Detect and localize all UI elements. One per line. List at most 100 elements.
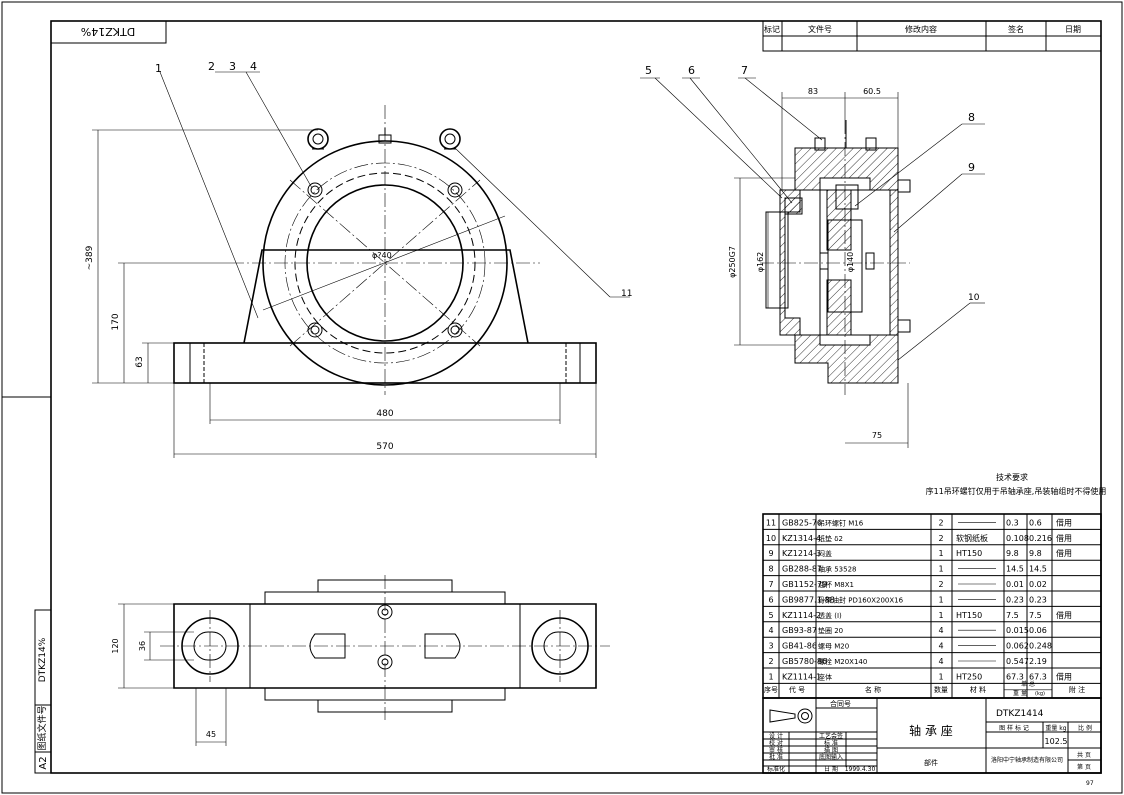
bom-cell-unit: 7.5 [1006, 611, 1019, 620]
balloon-10: 10 [968, 293, 980, 303]
bom-cell-no: 11 [766, 518, 776, 527]
top-left-code-box [50, 20, 167, 44]
bom-cell-unit: 67.3 [1006, 672, 1024, 681]
tb-sheet-no: 第 页 [1077, 763, 1091, 771]
bom-cell-code: KZ1114-2 [782, 611, 821, 620]
bom-h-weight-top: 单 总 [1021, 680, 1035, 688]
bom-cell-name: 油杯 M8X1 [818, 580, 854, 589]
bom-cell-material: HT250 [956, 672, 982, 681]
bom-cell-no: 10 [766, 534, 776, 543]
balloon-9: 9 [968, 161, 975, 174]
balloon-6: 6 [688, 64, 695, 77]
bom-cell-name: 透盖 (I) [818, 611, 842, 620]
side-view: 5 6 7 8 9 10 83 60.5 75 φ250G7 φ162 φ140 [640, 64, 985, 448]
bom-cell-qty: 2 [938, 534, 943, 543]
balloon-7: 7 [741, 64, 748, 77]
dim-width-inner: 480 [376, 409, 393, 419]
balloon-2: 2 [208, 60, 215, 73]
bom-cell-unit: 14.5 [1006, 565, 1024, 574]
bom-cell-unit: 0.062 [1006, 642, 1029, 651]
bom-cell-no: 1 [768, 672, 773, 681]
bom-cell-no: 8 [768, 565, 773, 574]
bom-cell-no: 5 [768, 611, 773, 620]
bom-cell-name: 闷盖 [818, 549, 832, 558]
tb-weight: 102.5 [1045, 737, 1068, 746]
bom-h-weight-unit: (kg) [1035, 691, 1045, 697]
bom-cell-material: 软钢纸板 [956, 533, 988, 543]
bom-cell-total: 0.02 [1029, 580, 1047, 589]
bom-h-code: 代 号 [789, 685, 805, 694]
bom-cell-unit: 9.8 [1006, 549, 1019, 558]
tb-enter: 底图输入 [819, 753, 843, 761]
tb-design: 设 计 [769, 732, 783, 740]
bom-cell-qty: 4 [938, 657, 943, 666]
top-left-code: DTKZ14% [81, 25, 135, 38]
bom-h-name: 名 称 [865, 685, 881, 694]
notes-title: 技术要求 [996, 472, 1028, 482]
dim-side-top-left: 83 [808, 87, 818, 96]
bom-cell-code: KZ1314-4 [782, 534, 821, 543]
tb-std: 标 准 [824, 739, 838, 747]
tb-parts: 部件 [924, 758, 938, 767]
notes-line1: 序11吊环螺钉仅用于吊轴承座,吊装轴组时不得使用 [926, 486, 1107, 496]
bom-cell-qty: 1 [938, 672, 943, 681]
bom-cell-name: 螺栓 M20X140 [818, 657, 867, 666]
bom-cell-name: 骨架油封 PD160X200X16 [818, 595, 904, 604]
bom-cell-remark: 借用 [1056, 533, 1072, 543]
bom-cell-qty: 1 [938, 565, 943, 574]
sheet-size: A2 [38, 756, 49, 769]
bom-cell-name: 吊环螺钉 M16 [818, 518, 864, 527]
dim-height-total: ~389 [85, 245, 95, 270]
bom-cell-qty: 2 [938, 580, 943, 589]
bom-cell-total: 14.5 [1029, 565, 1047, 574]
tb-scale-label: 比 例 [1078, 724, 1092, 732]
tb-date-label: 日 期 [824, 765, 838, 773]
bom-cell-total: 0.23 [1029, 595, 1047, 604]
balloon-3: 3 [229, 60, 236, 73]
bom-h-weight-mid: 重 量 [1013, 689, 1027, 697]
bom-cell-total: 0.216 [1029, 534, 1052, 543]
bom-cell-code: KZ1214-3 [782, 549, 821, 558]
rev-header-file: 文件号 [808, 24, 832, 34]
bom-h-qty: 数量 [934, 685, 948, 694]
tb-check: 校 对 [769, 739, 783, 747]
bom-cell-name: 座体 [818, 672, 832, 681]
bom-cell-remark: 借用 [1056, 517, 1072, 527]
bom-cell-unit: 0.547 [1006, 657, 1029, 666]
bom-h-remark: 附 注 [1069, 685, 1085, 694]
rev-header-mark: 标记 [764, 24, 780, 34]
bom-cell-total: 7.5 [1029, 611, 1042, 620]
tb-company: 洛阳中宁轴承制造有限公司 [991, 756, 1063, 764]
bom-cell-qty: 1 [938, 595, 943, 604]
bom-cell-total: 2.19 [1029, 657, 1047, 666]
dim-side-top-right: 60.5 [863, 87, 881, 96]
bom-cell-no: 6 [768, 595, 773, 604]
bom-cell-remark: 借用 [1056, 548, 1072, 558]
tb-audit: 审 核 [769, 746, 783, 754]
bom-cell-qty: 4 [938, 642, 943, 651]
bom-cell-total: 0.06 [1029, 626, 1047, 635]
bom-cell-remark: 借用 [1056, 671, 1072, 681]
bom-cell-code: GB5780-86 [782, 657, 827, 666]
dim-plan-bottom: 45 [206, 730, 216, 739]
tb-date: 1999.4.30 [845, 766, 876, 773]
rev-header-content: 修改内容 [905, 24, 937, 34]
bom-cell-unit: 0.3 [1006, 518, 1019, 527]
bom-h-no: 序号 [764, 685, 778, 694]
balloon-8: 8 [968, 111, 975, 124]
tb-approve: 批 准 [769, 753, 783, 761]
bom-cell-code: GB1152-79 [782, 580, 827, 589]
tb-contract: 合同号 [830, 699, 851, 708]
bom-cell-name: 纸垫 δ2 [818, 534, 843, 543]
dim-side-dia-outer: φ250G7 [728, 246, 737, 278]
bottom-extra: 97 [1086, 780, 1094, 787]
dim-side-dia-inner: φ140 [846, 252, 855, 273]
